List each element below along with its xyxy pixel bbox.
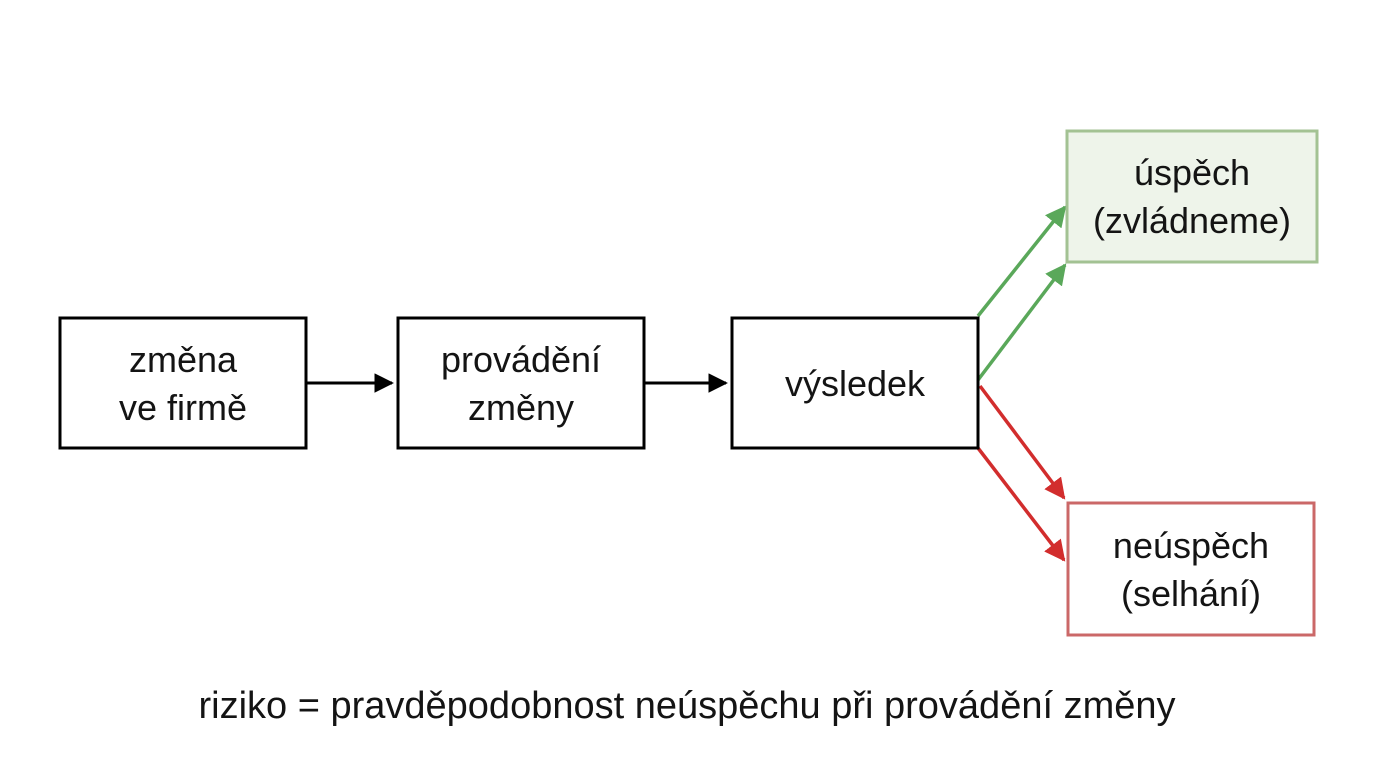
node-implementation-box <box>396 316 646 450</box>
node-result: výsledek <box>730 316 980 450</box>
node-success-label-line2: (zvládneme) <box>1093 200 1291 241</box>
node-failure: neúspěch (selhání) <box>1066 501 1316 637</box>
node-result-label: výsledek <box>785 363 926 404</box>
edge-result-to-success-upper <box>976 205 1067 318</box>
node-change-label-line1: změna <box>129 339 238 380</box>
node-success-label-line1: úspěch <box>1134 152 1250 193</box>
node-implementation: provádění změny <box>396 316 646 450</box>
node-implementation-label-line2: změny <box>468 387 574 428</box>
risk-definition-caption: riziko = pravděpodobnost neúspěchu při p… <box>199 685 1176 727</box>
edge-result-to-success-lower <box>976 263 1067 382</box>
node-success: úspěch (zvládneme) <box>1065 129 1319 264</box>
node-result-box <box>730 316 980 450</box>
node-failure-label-line2: (selhání) <box>1121 573 1261 614</box>
node-change-label-line2: ve firmě <box>119 387 247 428</box>
edge-result-to-failure-lower <box>976 446 1066 562</box>
node-change-box <box>58 316 308 450</box>
edge-result-to-failure-upper <box>978 384 1066 500</box>
node-failure-label-line1: neúspěch <box>1113 525 1269 566</box>
node-implementation-label-line1: provádění <box>441 339 601 380</box>
node-success-box <box>1065 129 1319 264</box>
node-failure-box <box>1066 501 1316 637</box>
node-change: změna ve firmě <box>58 316 308 450</box>
